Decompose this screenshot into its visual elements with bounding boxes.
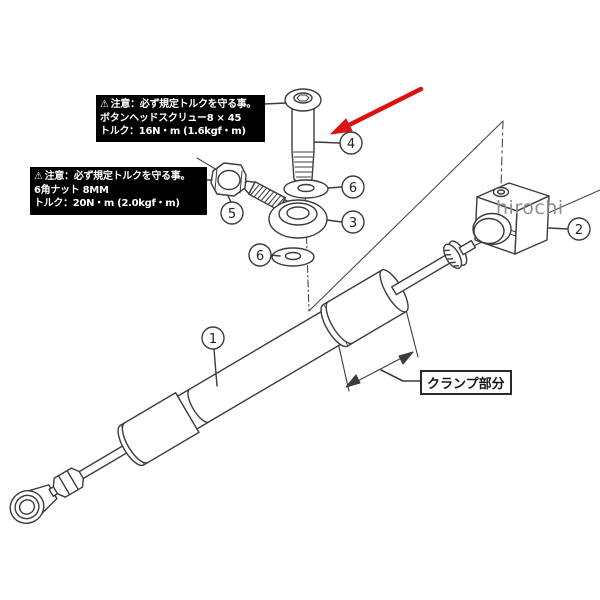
warning-torque-line: トルク：20N・m (2.0kgf・m) [34,198,180,209]
callout-5: 5 [220,201,244,225]
leader-warn-screw [263,102,287,105]
hex-nut [210,162,247,197]
callout-2: 2 [567,217,591,241]
damper-body [9,239,477,524]
jam-nut [52,467,85,498]
warning-torque-line: トルク：16N・m (1.6kgf・m) [100,126,246,137]
svg-text:1: 1 [209,332,217,347]
warning-caution-line: ⚠注意：必ず規定トルクを守る事。 [100,99,257,110]
callout-1: 1 [201,326,225,350]
red-arrow-icon [330,86,424,135]
damper-end-cap [117,392,200,467]
clamp-section-dimension [336,309,421,392]
warning-label-screw-torque: ⚠注意：必ず規定トルクを守る事。 ボタンヘッドスクリュー8 × 45 トルク：1… [96,95,265,142]
callout-6-lower: 6 [248,243,272,267]
warning-triangle-icon: ⚠ [34,171,43,182]
svg-text:6: 6 [349,181,357,196]
warning-caution-line: ⚠注意：必ず規定トルクを守る事。 [34,171,191,182]
svg-text:6: 6 [256,249,264,264]
callouts: 1 2 3 4 5 [201,131,591,387]
rod-end-eye [9,490,45,524]
svg-text:2: 2 [575,223,583,238]
callout-6-upper: 6 [341,175,365,199]
damper-rod [391,253,453,296]
watermark-text: hirochi [496,197,564,219]
button-head-screw [284,88,322,191]
svg-text:5: 5 [228,207,236,222]
clamp-section-label: クランプ部分 [420,370,512,395]
rod-stub [458,239,477,256]
warning-label-nut-torque: ⚠注意：必ず規定トルクを守る事。 6角ナット 8MM トルク：20N・m (2.… [30,167,207,215]
warning-item-line: ボタンヘッドスクリュー8 × 45 [100,112,242,124]
callout-3: 3 [341,210,365,234]
clamp-block [472,182,550,255]
adjuster-knob [443,240,468,270]
damper-clamp-sleeve [320,269,409,348]
callout-4: 4 [339,131,363,155]
ball-hole [286,206,310,220]
warning-item-line: 6角ナット 8MM [34,184,109,196]
rod-end-ball-joint [242,180,328,239]
svg-text:3: 3 [349,216,357,231]
warning-triangle-icon: ⚠ [100,99,109,110]
svg-text:4: 4 [347,137,355,152]
